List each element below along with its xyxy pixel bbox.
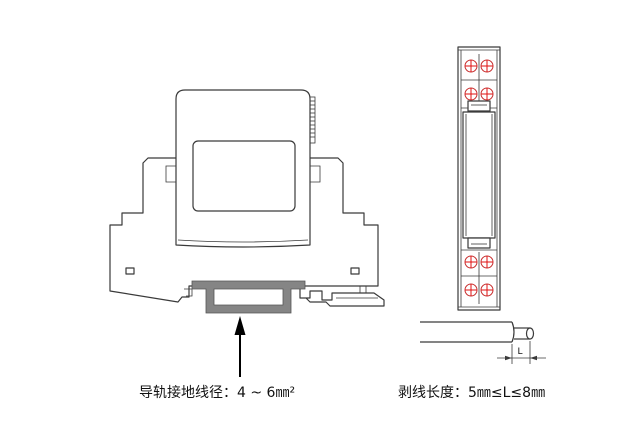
rail-ground-wire-caption: 导轨接地线径：4 ~ 6㎜² <box>139 384 295 401</box>
rail-clip-latch <box>299 286 385 307</box>
strip-length-dimension: L <box>497 341 546 364</box>
right-shoulder-notch <box>310 165 321 183</box>
bottom-terminal-block <box>461 249 497 304</box>
arrow-head <box>234 316 246 335</box>
center-panel <box>462 111 496 239</box>
latch-stop <box>359 285 367 294</box>
module-front-view <box>457 46 501 311</box>
left-shoulder-notch <box>165 165 176 183</box>
dimension-label: L <box>518 347 523 357</box>
top-terminal-block <box>461 54 497 109</box>
cap-bottom-edge <box>177 239 309 243</box>
top-tab <box>467 100 491 112</box>
dim-arrow-right <box>530 355 537 361</box>
cap-grip-ribs <box>309 96 316 144</box>
bottom-tab <box>467 237 491 249</box>
left-mounting-slot <box>125 267 135 275</box>
stripped-wire <box>420 321 535 343</box>
module-cap <box>175 89 311 248</box>
insulation-end <box>511 321 515 343</box>
conductor-end <box>525 327 535 340</box>
module-side-view <box>109 89 385 307</box>
din-rail <box>191 280 306 314</box>
rail-hook <box>184 288 193 297</box>
right-mounting-slot <box>350 267 360 275</box>
status-window <box>192 140 296 212</box>
ground-arrow <box>234 316 246 377</box>
dim-arrow-left <box>505 355 512 361</box>
strip-length-caption: 剥线长度：5㎜≤L≤8㎜ <box>398 385 545 401</box>
